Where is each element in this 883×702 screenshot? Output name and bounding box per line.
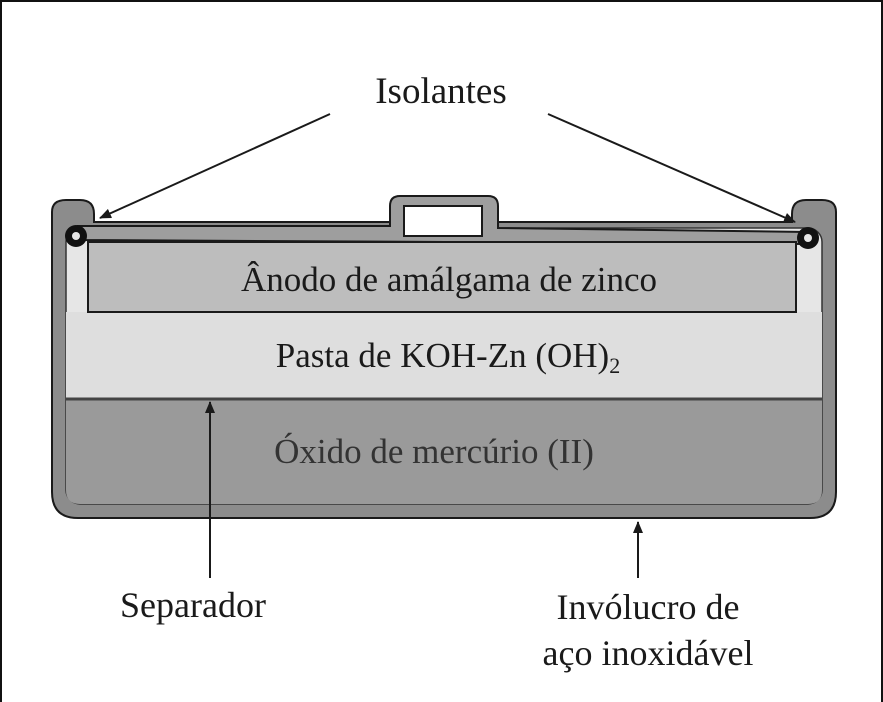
arrow-isolante-left (99, 113, 331, 219)
label-anodo: Ânodo de amálgama de zinco (241, 260, 657, 299)
label-involucro-line1: Invólucro de (556, 587, 740, 627)
paste-layer (66, 312, 822, 398)
insulator-right (797, 227, 819, 249)
label-pasta: Pasta de KOH-Zn (OH)2 (276, 336, 620, 379)
label-pasta-main: Pasta de KOH-Zn (OH) (275, 336, 610, 375)
cap-tab-window (403, 205, 483, 237)
label-involucro-line2: aço inoxidável (542, 633, 754, 673)
insulator-left (65, 225, 87, 247)
label-isolantes: Isolantes (375, 71, 507, 112)
label-oxido: Óxido de mercúrio (II) (274, 432, 594, 471)
arrow-isolante-right (547, 113, 796, 223)
oxide-layer (66, 400, 822, 504)
label-separador: Separador (120, 585, 266, 625)
label-involucro: Invólucro de aço inoxidável (543, 584, 754, 676)
anode-block (87, 241, 797, 313)
label-pasta-subscript: 2 (609, 353, 621, 378)
